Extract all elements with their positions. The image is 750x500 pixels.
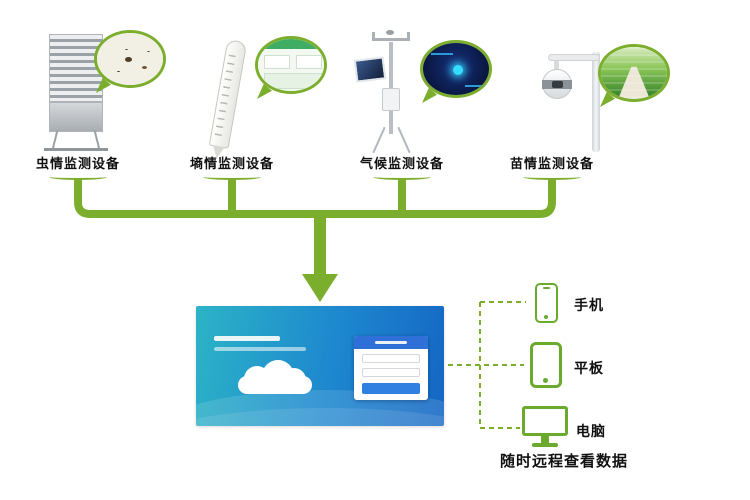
dashed-connector <box>448 301 526 429</box>
soil-preview-bubble <box>255 36 331 99</box>
climate-dashboard-image <box>423 43 489 95</box>
login-panel <box>354 336 428 400</box>
login-button <box>362 383 420 394</box>
phone-icon <box>535 283 558 323</box>
moths-image <box>97 33 163 85</box>
down-arrow-icon <box>302 212 338 302</box>
terminal-label-tablet: 平板 <box>574 360 604 376</box>
device-label-seedling: 苗情监测设备 <box>497 153 607 180</box>
label-underline <box>203 174 261 180</box>
cloud-platform-screenshot <box>196 306 444 426</box>
terminal-label-computer: 电脑 <box>576 423 606 439</box>
soil-dashboard-image <box>258 39 324 91</box>
platform-title-bar <box>214 336 280 341</box>
insect-preview-bubble <box>94 30 170 93</box>
label-underline <box>523 174 581 180</box>
seedling-preview-bubble <box>598 44 674 107</box>
wave-graphic <box>196 408 444 426</box>
cloud-graphic <box>234 360 314 394</box>
login-username-field <box>362 354 420 363</box>
greenhouse-image <box>601 47 667 99</box>
ptz-camera-icon <box>528 46 618 154</box>
login-panel-header <box>354 336 428 349</box>
device-label-climate: 气候监测设备 <box>347 153 457 180</box>
tablet-icon <box>530 342 562 388</box>
convergence-lines <box>74 178 556 218</box>
terminal-label-phone: 手机 <box>574 297 604 313</box>
device-label-soil: 墒情监测设备 <box>177 153 287 180</box>
soil-moisture-probe-icon <box>208 39 248 160</box>
device-label-text: 苗情监测设备 <box>509 156 594 171</box>
label-underline <box>373 174 431 180</box>
platform-subtitle-bar <box>214 347 306 351</box>
climate-preview-bubble <box>420 40 496 103</box>
login-password-field <box>362 368 420 377</box>
remote-view-caption: 随时远程查看数据 <box>500 453 629 470</box>
label-underline <box>49 174 107 180</box>
computer-icon <box>522 406 568 450</box>
device-label-insect: 虫情监测设备 <box>23 153 133 180</box>
device-label-text: 墒情监测设备 <box>189 156 274 171</box>
weather-station-icon <box>348 30 434 154</box>
device-label-text: 虫情监测设备 <box>35 156 120 171</box>
device-label-text: 气候监测设备 <box>359 156 444 171</box>
